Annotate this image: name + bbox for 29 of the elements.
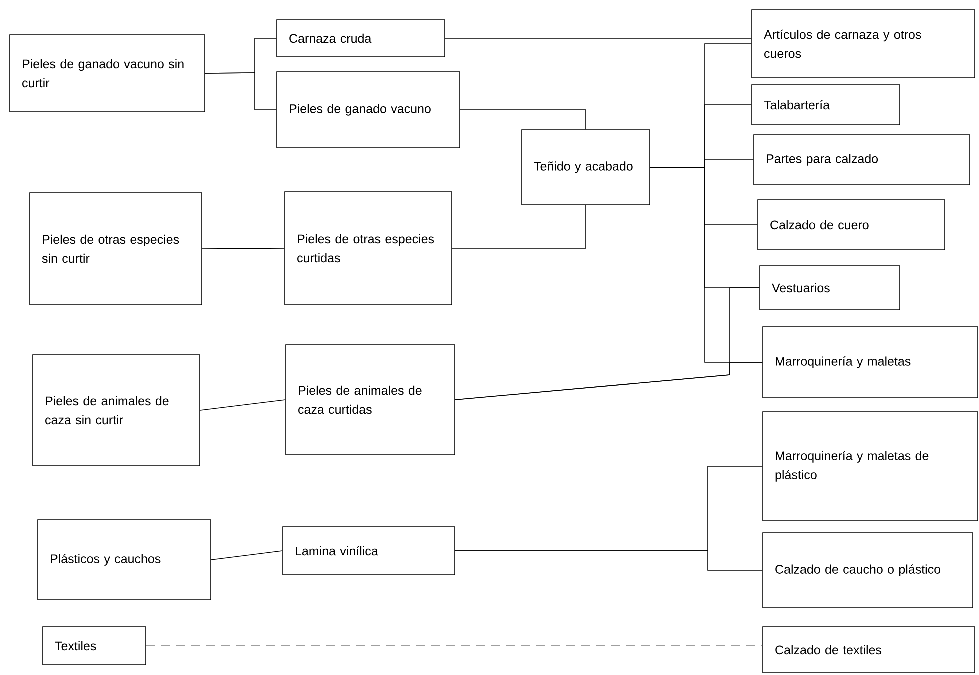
connector-line xyxy=(455,550,763,571)
process-box: Vestuarios xyxy=(760,266,900,310)
process-box: Pieles de animales de caza curtidas xyxy=(286,344,456,456)
process-box: Pieles de otras especies curtidas xyxy=(284,192,452,306)
connector-line xyxy=(455,362,763,400)
process-box: Calzado de textiles xyxy=(762,626,976,674)
process-box: Pieles de animales de caza sin curtir xyxy=(32,354,200,466)
connector-line xyxy=(452,205,586,249)
connector-line xyxy=(200,400,286,411)
process-box: Talabartería xyxy=(752,84,900,126)
process-box: Artículos de carnaza y otros cueros xyxy=(752,10,976,78)
connector-line xyxy=(211,550,283,560)
connector-line xyxy=(205,72,277,110)
connector-line xyxy=(460,110,586,130)
process-box: Plásticos y cauchos xyxy=(38,520,212,600)
process-box: Carnaza cruda xyxy=(276,20,446,58)
connector-line xyxy=(202,248,285,250)
process-box: Partes para calzado xyxy=(754,134,970,186)
process-box: Teñido y acabado xyxy=(522,130,650,206)
process-box: Lamina vinílica xyxy=(282,526,456,576)
connector-line xyxy=(445,38,752,39)
process-box: Calzado de caucho o plástico xyxy=(762,532,974,608)
process-box: Marroquinería y maletas xyxy=(762,326,978,398)
process-box: Calzado de cuero xyxy=(758,200,946,250)
process-box: Marroquinería y maletas de plástico xyxy=(762,412,978,522)
process-box: Pieles de ganado vacuno xyxy=(276,72,460,148)
process-box: Pieles de otras especies sin curtir xyxy=(30,192,202,306)
process-box: Textiles xyxy=(42,626,146,666)
process-box: Pieles de ganado vacuno sin curtir xyxy=(10,34,206,112)
